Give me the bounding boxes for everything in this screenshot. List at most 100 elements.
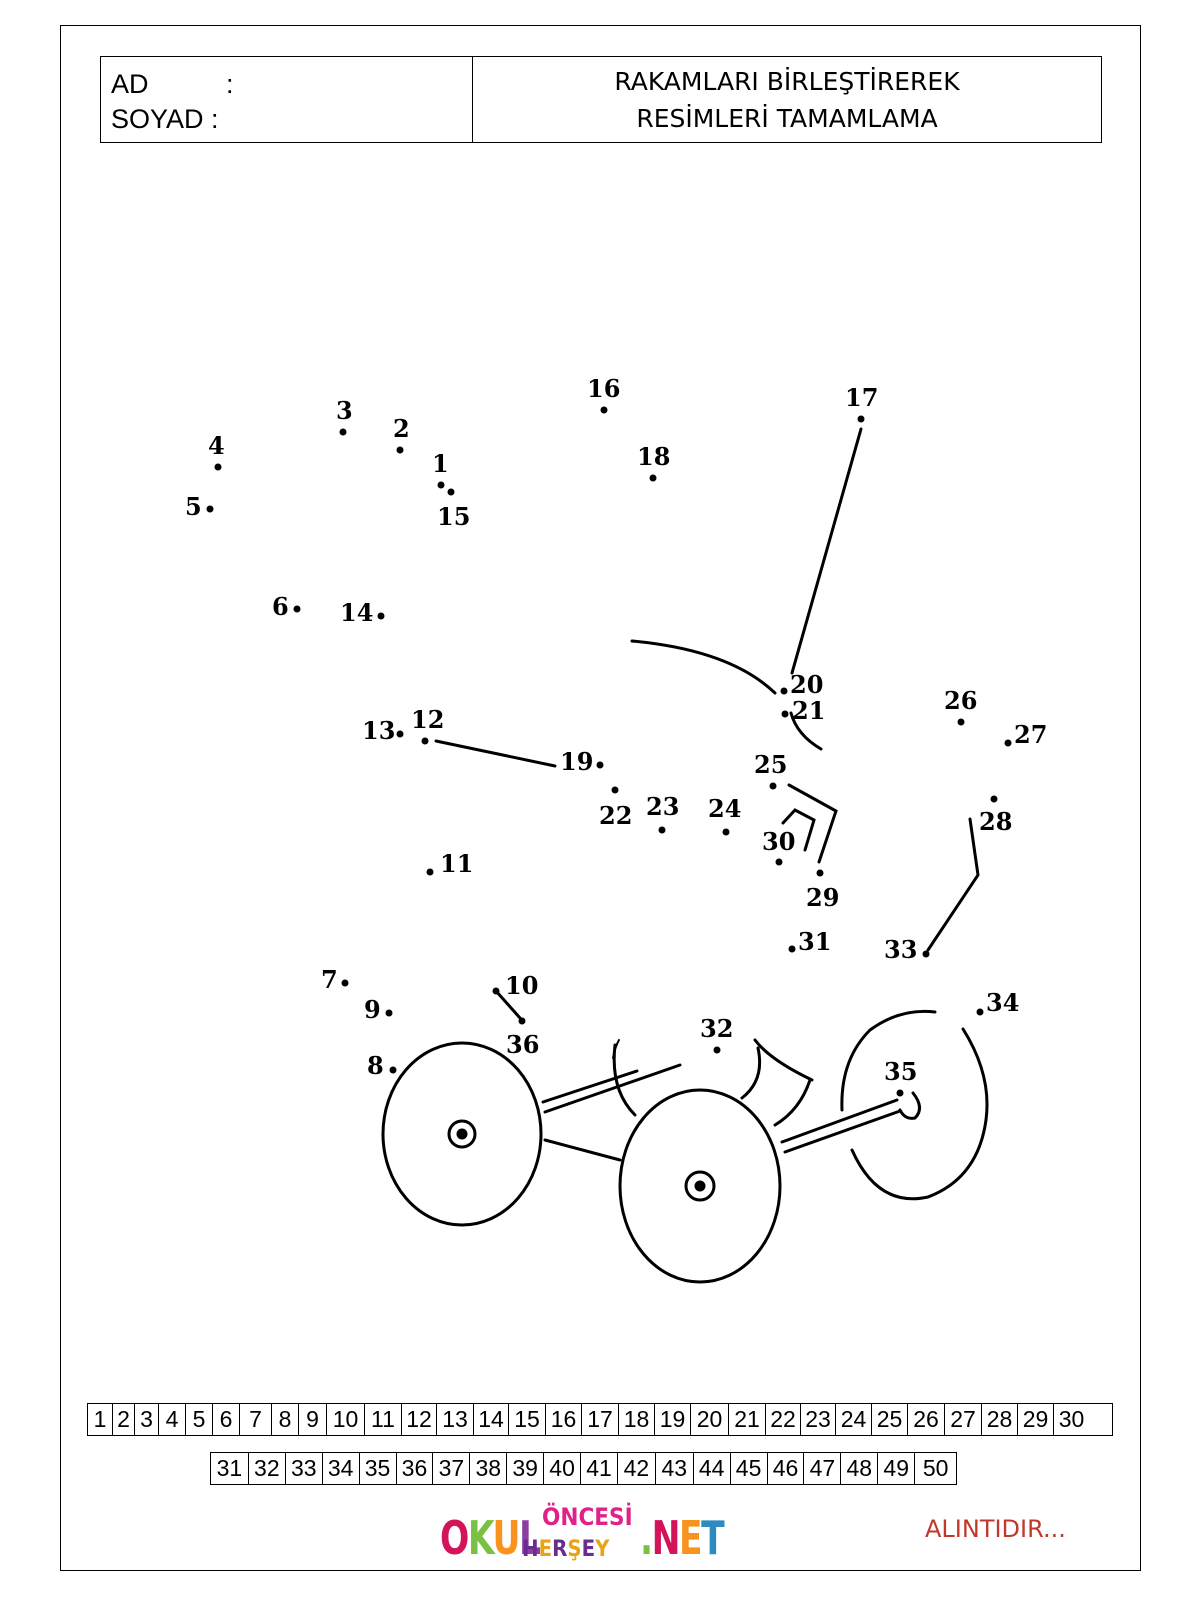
dot-8 [389, 1066, 397, 1074]
dot-label-9: 9 [364, 995, 381, 1024]
number-cell: 16 [545, 1404, 581, 1435]
number-cell: 28 [981, 1404, 1017, 1435]
number-cell: 18 [618, 1404, 654, 1435]
number-cell: 30 [1053, 1404, 1089, 1435]
logo-hersey: HERŞEY [522, 1537, 610, 1562]
dot-label-25: 25 [754, 750, 787, 779]
surname-label: SOYAD : [111, 104, 219, 134]
number-cell: 32 [247, 1453, 285, 1484]
number-cell: 5 [185, 1404, 212, 1435]
dot-label-23: 23 [646, 792, 679, 821]
dot-label-29: 29 [806, 883, 839, 912]
number-cell: 1 [93, 1406, 107, 1432]
dot-label-11: 11 [440, 849, 473, 878]
dot-33 [922, 950, 930, 958]
dot-label-20: 20 [790, 670, 823, 699]
dot-label-34: 34 [986, 988, 1019, 1017]
dot-10 [492, 987, 500, 995]
number-cell: 15 [508, 1404, 545, 1435]
dot-16 [600, 406, 608, 414]
dot-label-30: 30 [762, 827, 795, 856]
dot-20 [780, 687, 788, 695]
dot-1 [437, 481, 445, 489]
number-cell: 41 [580, 1453, 617, 1484]
number-cell: 27 [944, 1404, 981, 1435]
numbered-dots: 1 2 3 4 5 6 7 8 9 10 11 12 13 14 15 16 1… [185, 374, 1047, 1097]
credit-text: ALINTIDIR... [925, 1515, 1066, 1543]
dot-label-3: 3 [336, 396, 353, 425]
number-cell: 22 [765, 1404, 800, 1435]
number-cell: 11 [364, 1404, 401, 1435]
dot-28 [990, 795, 998, 803]
dot-3 [339, 428, 347, 436]
number-strip-row-2: 31 32 33 34 35 36 37 38 39 40 41 42 43 4… [210, 1452, 957, 1485]
dot-label-2: 2 [393, 414, 410, 443]
logo-okul: OKUL [440, 1511, 541, 1565]
surname-field[interactable]: SOYAD : [111, 102, 462, 137]
dot-17 [857, 415, 865, 423]
number-cell: 50 [914, 1453, 956, 1484]
number-cell: 14 [473, 1404, 508, 1435]
dot-label-14: 14 [340, 598, 373, 627]
dot-27 [1004, 739, 1012, 747]
dot-label-15: 15 [437, 502, 470, 531]
number-cell: 36 [395, 1453, 433, 1484]
dot-6 [293, 605, 301, 613]
logo-oncesi: ÖNCESİ [542, 1503, 633, 1531]
dot-22 [611, 786, 619, 794]
number-cell: 8 [271, 1404, 298, 1435]
dot-label-7: 7 [321, 965, 338, 994]
dot-34 [976, 1008, 984, 1016]
number-cell: 3 [134, 1404, 158, 1435]
worksheet-header: AD : SOYAD : RAKAMLARI BİRLEŞTİREREK RES… [100, 56, 1102, 143]
dot-label-35: 35 [884, 1057, 917, 1086]
dot-31 [788, 945, 796, 953]
dot-label-27: 27 [1014, 720, 1047, 749]
number-cell: 2 [112, 1404, 134, 1435]
student-info: AD : SOYAD : [101, 57, 473, 142]
dot-9 [385, 1009, 393, 1017]
dot-30 [775, 858, 783, 866]
dot-label-36: 36 [506, 1030, 539, 1059]
name-field[interactable]: AD : [111, 67, 462, 102]
number-cell: 19 [654, 1404, 690, 1435]
number-cell: 10 [326, 1404, 364, 1435]
dot-24 [722, 828, 730, 836]
number-cell: 44 [692, 1453, 730, 1484]
number-cell: 4 [158, 1404, 185, 1435]
title-line-1: RAKAMLARI BİRLEŞTİREREK [614, 66, 960, 96]
dot-23 [658, 826, 666, 834]
worksheet-frame [60, 25, 1141, 1571]
number-cell: 33 [284, 1453, 322, 1484]
dot-label-5: 5 [185, 492, 202, 521]
dot-36 [518, 1017, 526, 1025]
site-logo: OKUL ÖNCESİ HERŞEY .NET [440, 1503, 725, 1573]
number-cell: 13 [436, 1404, 473, 1435]
dot-18 [649, 474, 657, 482]
dot-21 [781, 710, 789, 718]
dot-26 [957, 718, 965, 726]
dot-7 [341, 979, 349, 987]
number-cell: 25 [871, 1404, 907, 1435]
dot-label-22: 22 [599, 801, 632, 830]
dot-label-19: 19 [560, 747, 593, 776]
dot-label-24: 24 [708, 794, 741, 823]
dot-15 [447, 488, 455, 496]
dot-label-17: 17 [845, 383, 878, 412]
number-cell: 49 [877, 1453, 914, 1484]
number-cell: 35 [358, 1453, 396, 1484]
number-cell: 40 [543, 1453, 580, 1484]
name-colon: : [226, 69, 234, 99]
number-cell: 7 [239, 1404, 271, 1435]
logo-net: .NET [640, 1511, 725, 1565]
dot-label-33: 33 [884, 935, 917, 964]
number-cell: 21 [728, 1404, 765, 1435]
dot-label-10: 10 [505, 971, 538, 1000]
number-cell: 31 [216, 1455, 243, 1481]
dot-label-26: 26 [944, 686, 977, 715]
dot-label-4: 4 [208, 431, 225, 460]
number-cell: 24 [835, 1404, 871, 1435]
dot-5 [206, 505, 214, 513]
number-cell: 23 [800, 1404, 835, 1435]
